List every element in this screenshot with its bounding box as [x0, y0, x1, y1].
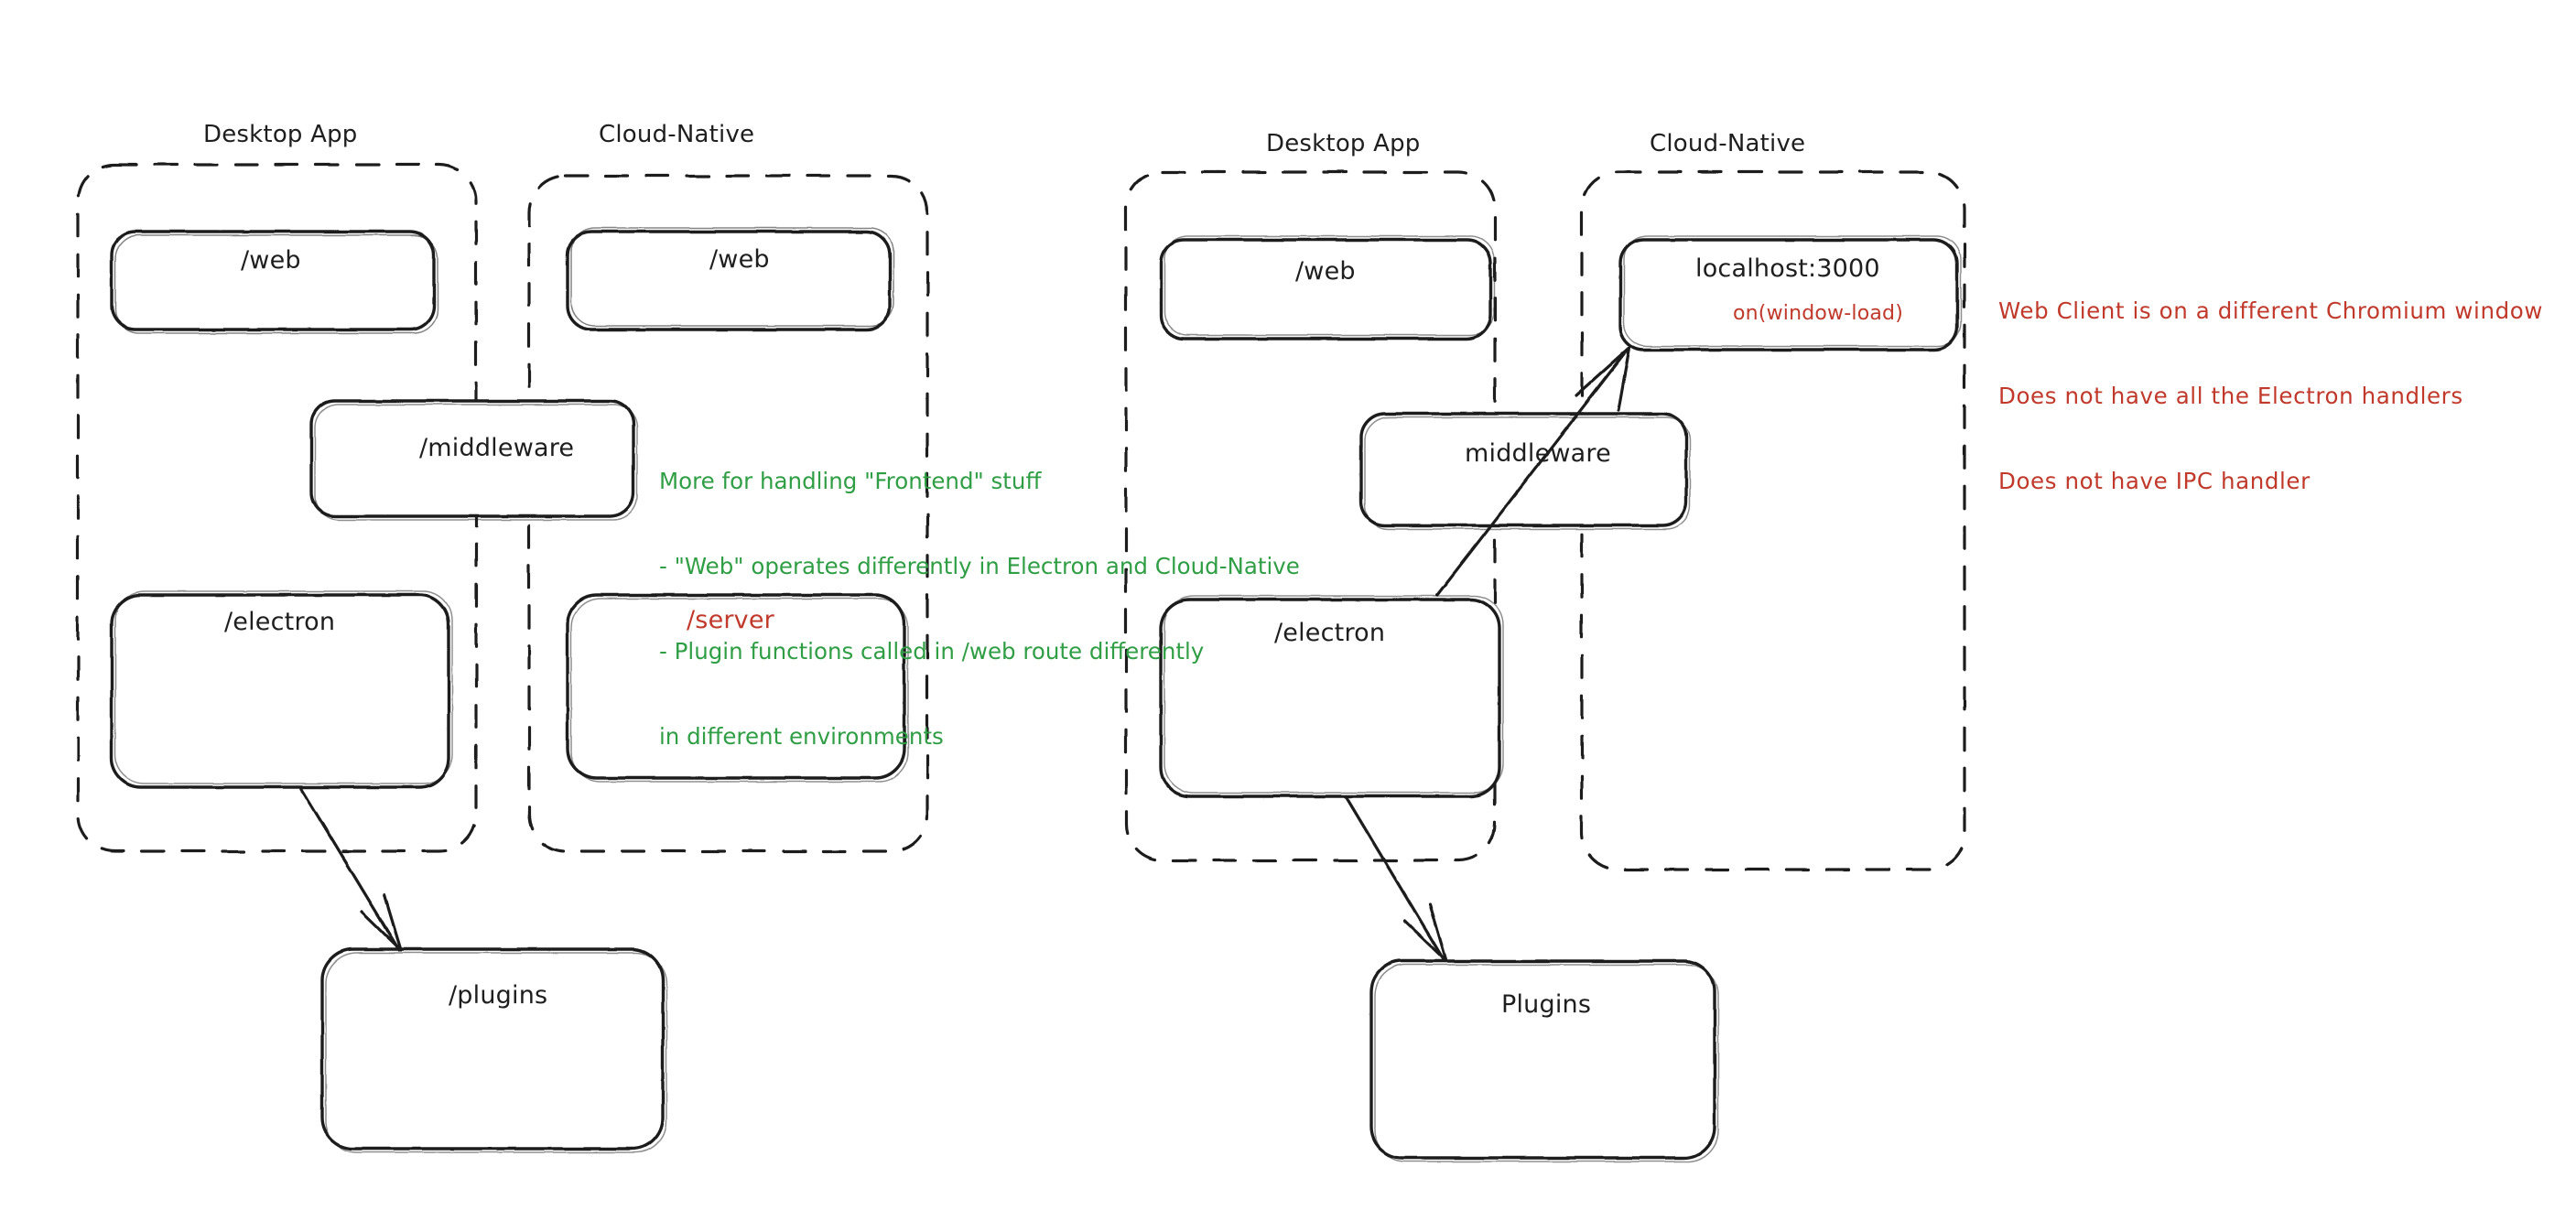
node-label-left-electron: /electron [224, 608, 336, 636]
node-label-left-plugins: /plugins [449, 981, 548, 1010]
group-title-right-desktop-app: Desktop App [1266, 130, 1421, 157]
node-right-localhost[interactable] [1618, 238, 1959, 351]
node-left-cloud-web-sketch [570, 227, 894, 327]
node-label-left-server: /server [687, 606, 774, 634]
node-right-localhost-sketch [1623, 235, 1962, 347]
group-title-right-cloud-native: Cloud-Native [1650, 130, 1806, 157]
annotation-right-red: Web Client is on a different Chromium wi… [1998, 240, 2543, 524]
node-left-electron[interactable] [110, 593, 450, 789]
node-right-web[interactable] [1159, 238, 1492, 340]
annotation-right-red-line-3: Does not have IPC handler [1998, 468, 2311, 494]
node-left-server-sketch [570, 598, 909, 783]
node-right-electron-sketch [1164, 595, 1504, 794]
node-left-cloud-web[interactable] [566, 230, 892, 331]
node-left-plugins[interactable] [320, 947, 665, 1151]
annotation-left-green-line-3: - Plugin functions called in /web route … [659, 638, 1205, 665]
node-label-left-web: /web [241, 246, 301, 275]
node-label-left-cloud-web: /web [709, 245, 770, 274]
annotation-left-green-line-4: in different environments [659, 723, 944, 750]
node-right-electron[interactable] [1159, 598, 1501, 798]
node-left-plugins-sketch [325, 952, 667, 1153]
node-label-right-web: /web [1295, 257, 1356, 286]
annotation-left-green-line-1: More for handling "Frontend" stuff [659, 468, 1042, 494]
group-title-left-desktop-app: Desktop App [203, 121, 358, 148]
node-left-server[interactable] [566, 593, 906, 780]
node-right-web-sketch [1164, 235, 1495, 336]
node-label-right-electron: /electron [1274, 619, 1386, 647]
node-left-middleware-sketch [314, 404, 638, 521]
annotation-right-red-line-1: Web Client is on a different Chromium wi… [1998, 297, 2543, 324]
node-sublabel-right-localhost-onload: on(window-load) [1733, 302, 1903, 325]
node-left-electron-sketch [114, 590, 453, 784]
annotation-right-red-line-2: Does not have all the Electron handlers [1998, 383, 2463, 409]
node-left-web-sketch [114, 234, 438, 334]
node-label-left-middleware: /middleware [419, 434, 575, 462]
annotation-left-green-line-2: - "Web" operates differently in Electron… [659, 553, 1300, 579]
group-left-cloud-native [527, 174, 929, 853]
node-right-plugins[interactable] [1369, 959, 1716, 1160]
node-label-right-middleware: middleware [1465, 439, 1611, 468]
node-right-plugins-sketch [1374, 964, 1719, 1162]
node-right-middleware-sketch [1364, 416, 1691, 530]
edge-right-electron-to-plugins [1344, 794, 1448, 963]
node-label-right-plugins: Plugins [1501, 990, 1592, 1019]
edge-left-electron-to-plugins [298, 785, 403, 952]
node-left-web[interactable] [110, 230, 436, 331]
annotation-left-green: More for handling "Frontend" stuff - "We… [659, 410, 1300, 779]
node-label-right-localhost: localhost:3000 [1695, 254, 1880, 283]
edge-right-electron-to-localhost [1435, 346, 1631, 597]
node-left-middleware[interactable] [309, 399, 635, 518]
group-title-left-cloud-native: Cloud-Native [599, 121, 755, 148]
node-right-middleware[interactable] [1359, 412, 1688, 527]
